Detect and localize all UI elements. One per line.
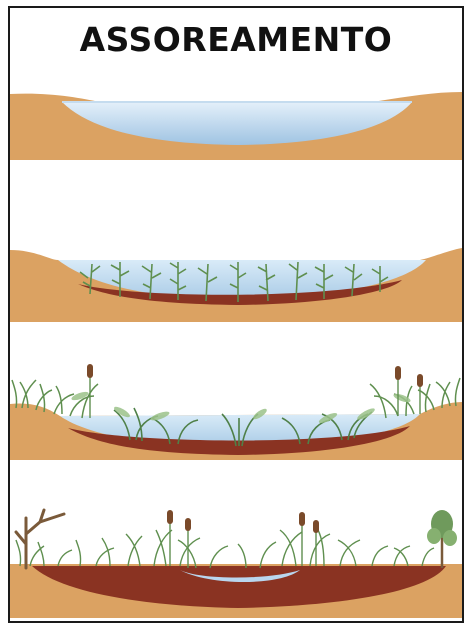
diagram-title: ASSOREAMENTO (10, 20, 462, 59)
stage-2-submerged-plants (10, 244, 462, 326)
dead-tree (16, 510, 64, 568)
marsh-grass (16, 530, 434, 568)
cattail-reeds (167, 510, 319, 568)
stage-4-filled-wetland (10, 494, 462, 622)
sapling-tree (427, 510, 457, 568)
stage-3-emergent-vegetation (10, 356, 462, 466)
diagram-frame: ASSOREAMENTO (8, 6, 464, 623)
stage-1-open-lake (10, 88, 462, 168)
